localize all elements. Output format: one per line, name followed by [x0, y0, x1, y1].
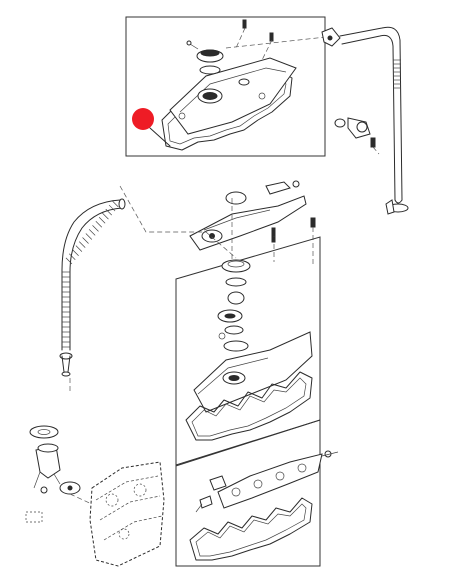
engine-block-left [25, 461, 165, 567]
leader-lines-middle [69, 185, 237, 392]
oil-filler-cap-top [186, 40, 224, 75]
corrugated-hose-left [59, 198, 126, 377]
middle-box-parts [185, 236, 313, 441]
highlight-marker[interactable] [132, 108, 171, 147]
inset-valve-cover-box [125, 16, 326, 157]
bolts-top [235, 19, 274, 61]
bottom-box-parts [189, 450, 339, 561]
inset-bottom-box [175, 419, 321, 567]
leader-line-top [225, 36, 327, 49]
breather-hose-right [321, 26, 409, 215]
upper-housing-assembly [189, 180, 316, 266]
thermostat-housing-left [29, 425, 97, 507]
valve-cover-top [169, 57, 297, 135]
hose-connector-fitting [334, 117, 380, 155]
